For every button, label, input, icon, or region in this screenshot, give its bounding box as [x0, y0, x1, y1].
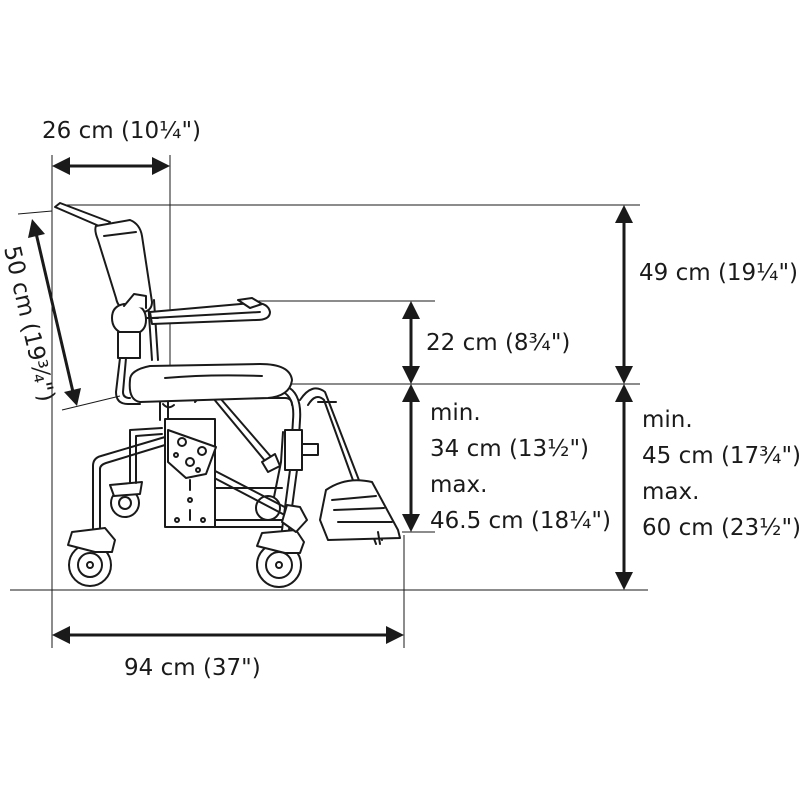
- overall-length-label: 94 cm (37"): [124, 655, 261, 681]
- seat-to-footrest-max-value: 46.5 cm (18¼"): [430, 508, 611, 534]
- rear-caster-fork: [67, 527, 116, 553]
- backrest-length-arrow: [34, 232, 75, 393]
- backrest-bottom-reference-line: [61, 395, 121, 411]
- backrest-height-label: 49 cm (19¼"): [639, 260, 798, 286]
- seat-height-max-label: max.: [642, 479, 699, 505]
- front-caster-fork: [256, 529, 305, 554]
- footrest-plate: [319, 479, 401, 541]
- seat-height-max-value: 60 cm (23½"): [642, 515, 800, 541]
- shower-commode-chair-icon: [54, 202, 401, 588]
- dimension-arrows: [28, 157, 633, 644]
- backrest-length-label: 50 cm (19¾"): [0, 244, 59, 405]
- seat-height-min-value: 45 cm (17¾"): [642, 443, 800, 469]
- push-handle: [54, 202, 111, 230]
- tilt-mechanism: [167, 429, 217, 479]
- armrest-hinge: [111, 303, 147, 335]
- seat-height-min-label: min.: [642, 407, 693, 433]
- seat-to-footrest-max-label: max.: [430, 472, 487, 498]
- seat-to-footrest-min-value: 34 cm (13½"): [430, 436, 589, 462]
- backrest-depth-label: 26 cm (10¼"): [42, 118, 201, 144]
- seat-to-footrest-min-label: min.: [430, 400, 481, 426]
- dimension-labels: 26 cm (10¼") 49 cm (19¼") 22 cm (8¾") mi…: [0, 118, 800, 681]
- backrest-top-reference-line: [17, 210, 53, 215]
- armrest-height-label: 22 cm (8¾"): [426, 330, 570, 356]
- seat: [128, 363, 293, 403]
